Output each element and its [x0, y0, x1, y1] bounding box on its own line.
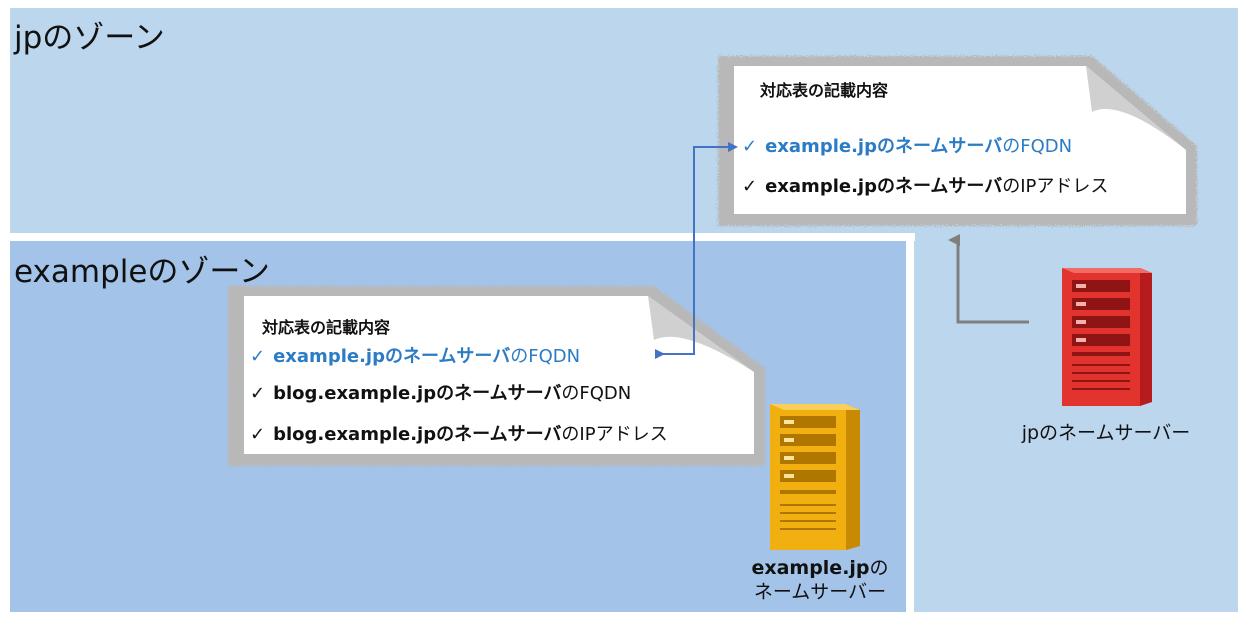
example-card-heading: 対応表の記載内容 — [262, 318, 391, 337]
zone-divider-vertical — [906, 233, 914, 615]
jp-server-icon — [1062, 268, 1152, 406]
entry-rest-text: のFQDN — [510, 346, 581, 367]
entry-rest-text: のIPアドレス — [561, 424, 668, 445]
zone-divider-horizontal — [10, 233, 915, 241]
jp-document-card — [718, 56, 1197, 226]
entry-bold-text: example.jpのネームサーバ — [273, 346, 511, 367]
example-card-entry: ✓ blog.example.jpのネームサーバのFQDN — [250, 379, 631, 405]
fqdn-link-arrow — [655, 142, 738, 359]
jp-zone-title: jpのゾーン — [14, 20, 165, 56]
entry-bold-text: example.jpのネームサーバ — [765, 136, 1003, 157]
entry-rest-text: のFQDN — [561, 383, 632, 404]
jp-card-entry: ✓ example.jpのネームサーバのIPアドレス — [742, 172, 1108, 198]
entry-bold-text: blog.example.jpのネームサーバ — [273, 383, 562, 404]
check-icon: ✓ — [742, 176, 758, 197]
example-zone-title: exampleのゾーン — [14, 254, 270, 290]
example-server-label: example.jpの ネームサーバー — [700, 556, 940, 604]
example-server-label-bold: example.jp — [751, 557, 870, 579]
jp-card-heading: 対応表の記載内容 — [760, 81, 889, 100]
jp-server-label: jpのネームサーバー — [1021, 422, 1191, 444]
check-icon: ✓ — [250, 346, 266, 367]
example-card-entry: ✓ example.jpのネームサーバのFQDN — [250, 342, 580, 368]
example-document-card — [228, 286, 765, 466]
entry-bold-text: blog.example.jpのネームサーバ — [273, 424, 562, 445]
entry-bold-text: example.jpのネームサーバ — [765, 176, 1003, 197]
delegation-arrow — [948, 234, 1029, 324]
example-card-entry: ✓ blog.example.jpのネームサーバのIPアドレス — [250, 420, 668, 446]
check-icon: ✓ — [250, 424, 266, 445]
entry-rest-text: のFQDN — [1002, 136, 1073, 157]
check-icon: ✓ — [250, 383, 266, 404]
page-fold-icon — [1086, 66, 1186, 150]
example-server-icon — [770, 404, 860, 550]
check-icon: ✓ — [742, 136, 758, 157]
example-server-label-rest: の — [869, 557, 889, 579]
jp-card-entry: ✓ example.jpのネームサーバのFQDN — [742, 132, 1072, 158]
entry-rest-text: のIPアドレス — [1002, 176, 1109, 197]
example-server-label-line2: ネームサーバー — [753, 581, 887, 603]
